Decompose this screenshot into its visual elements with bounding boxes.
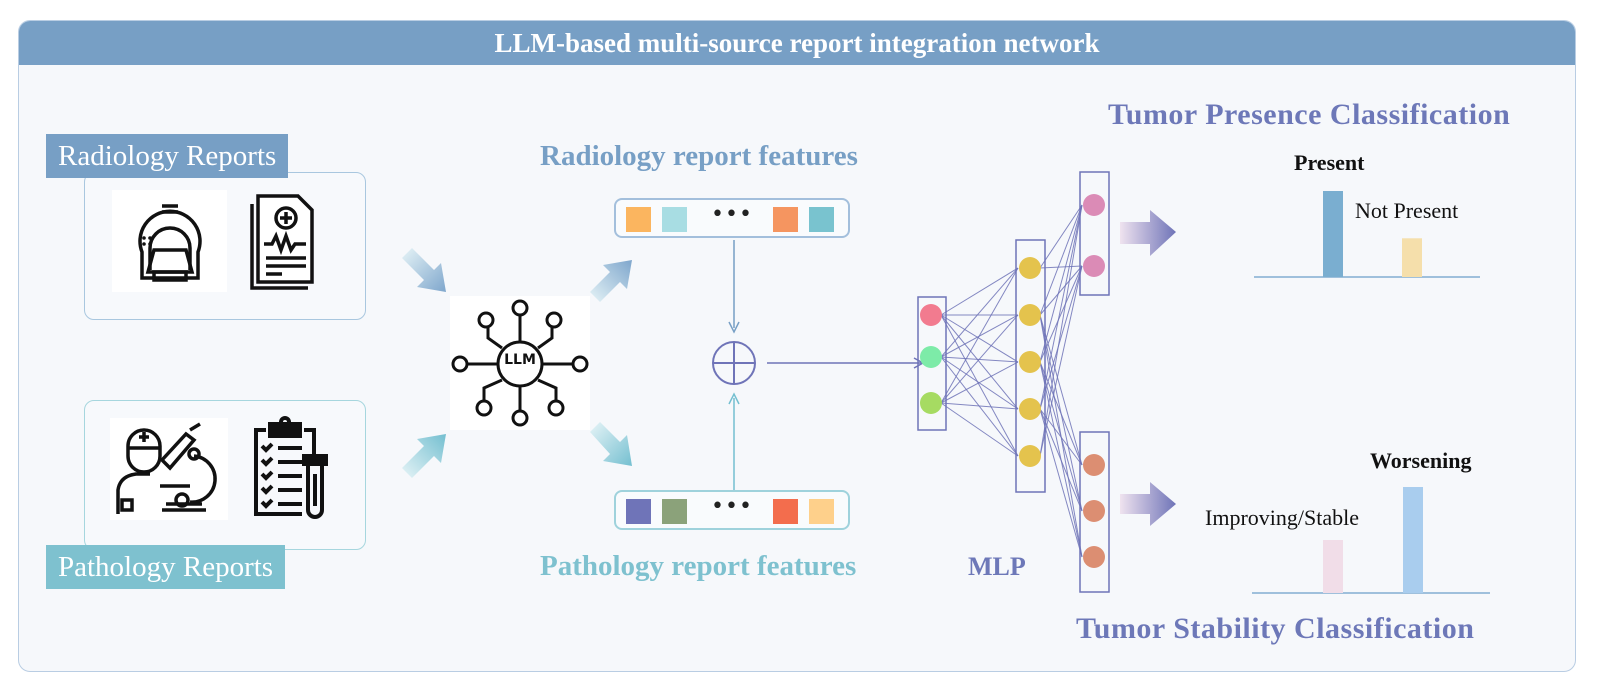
arrow-stability-output xyxy=(1120,482,1176,526)
diagram-title: LLM-based multi-source report integratio… xyxy=(19,21,1575,65)
connection xyxy=(940,402,1019,410)
stability-output-node xyxy=(1083,454,1105,476)
mlp-label: MLP xyxy=(968,552,1026,581)
connection xyxy=(940,314,1019,410)
llm-label: LLM xyxy=(504,352,536,368)
hidden-node xyxy=(1019,351,1041,373)
hidden-node xyxy=(1019,445,1041,467)
ellipsis: ••• xyxy=(711,494,753,519)
presence-classification-title: Tumor Presence Classification xyxy=(1108,98,1511,131)
connection xyxy=(1039,204,1083,410)
pathology-features-title: Pathology report features xyxy=(540,550,857,582)
pathology-reports-label: Pathology Reports xyxy=(46,545,286,589)
input-node xyxy=(920,392,942,414)
connection xyxy=(1039,265,1083,269)
connection xyxy=(940,267,1019,316)
connection xyxy=(1039,361,1083,466)
connection xyxy=(940,267,1019,358)
connection xyxy=(1039,408,1083,466)
feature-square xyxy=(809,207,834,232)
connection xyxy=(1039,314,1083,466)
connection xyxy=(1039,204,1083,363)
medical-report-icon xyxy=(248,190,318,292)
input-node xyxy=(920,304,942,326)
presence-label-present: Present xyxy=(1294,150,1365,175)
presence-output-node xyxy=(1083,255,1105,277)
arrow-llm-to-pathology-features xyxy=(590,422,632,466)
stability-output-node xyxy=(1083,546,1105,568)
feature-square xyxy=(626,499,651,524)
connection xyxy=(940,314,1019,457)
presence-output-node xyxy=(1083,194,1105,216)
arrow-llm-to-radiology-features xyxy=(590,260,632,302)
connection xyxy=(940,361,1019,404)
connection xyxy=(1039,265,1083,316)
mri-scanner-icon xyxy=(112,190,227,292)
input-node xyxy=(920,346,942,368)
hidden-node xyxy=(1019,304,1041,326)
radiology-reports-label: Radiology Reports xyxy=(46,134,289,178)
connection xyxy=(940,314,1019,363)
stability-output-node xyxy=(1083,500,1105,522)
feature-square xyxy=(626,207,651,232)
connection xyxy=(940,402,1019,457)
llm-network-icon: LLM xyxy=(450,296,590,430)
ellipsis: ••• xyxy=(711,202,753,227)
hidden-layer-box xyxy=(1015,239,1046,493)
connection xyxy=(1039,204,1083,457)
hidden-node xyxy=(1019,257,1041,279)
feature-square xyxy=(809,499,834,524)
arrow-presence-output xyxy=(1120,210,1176,256)
feature-square xyxy=(773,207,798,232)
stability-classification-title: Tumor Stability Classification xyxy=(1076,612,1475,645)
radiology-features-title: Radiology report features xyxy=(540,140,858,172)
connection xyxy=(1039,408,1083,512)
connection xyxy=(1039,265,1083,457)
connection xyxy=(940,314,1019,404)
feature-square xyxy=(662,207,687,232)
arrow-pathology-to-llm xyxy=(402,434,446,478)
presence-bar-present xyxy=(1323,191,1343,277)
connection xyxy=(1039,204,1083,316)
stability-label-worsening: Worsening xyxy=(1370,448,1472,473)
stability-bar-worsening xyxy=(1403,487,1423,593)
clipboard-test-tube-icon xyxy=(252,416,332,520)
radiology-feature-vector: ••• xyxy=(614,198,850,238)
presence-output-layer-box xyxy=(1079,171,1110,296)
feature-square xyxy=(773,499,798,524)
pathology-feature-vector: ••• xyxy=(614,490,850,530)
connection xyxy=(1039,204,1083,269)
feature-square xyxy=(662,499,687,524)
presence-label-not-present: Not Present xyxy=(1355,198,1459,223)
hidden-node xyxy=(1019,398,1041,420)
connection xyxy=(940,267,1019,404)
pathologist-microscope-icon xyxy=(110,418,228,520)
stability-label-improving-stable: Improving/Stable xyxy=(1205,505,1359,530)
stability-bar-improving-stable xyxy=(1323,540,1343,593)
arrow-radiology-to-llm xyxy=(402,248,446,292)
connection xyxy=(1039,408,1083,558)
presence-bar-not-present xyxy=(1402,238,1422,277)
stability-output-layer-box xyxy=(1079,431,1110,593)
concat-plus-icon xyxy=(712,341,756,385)
